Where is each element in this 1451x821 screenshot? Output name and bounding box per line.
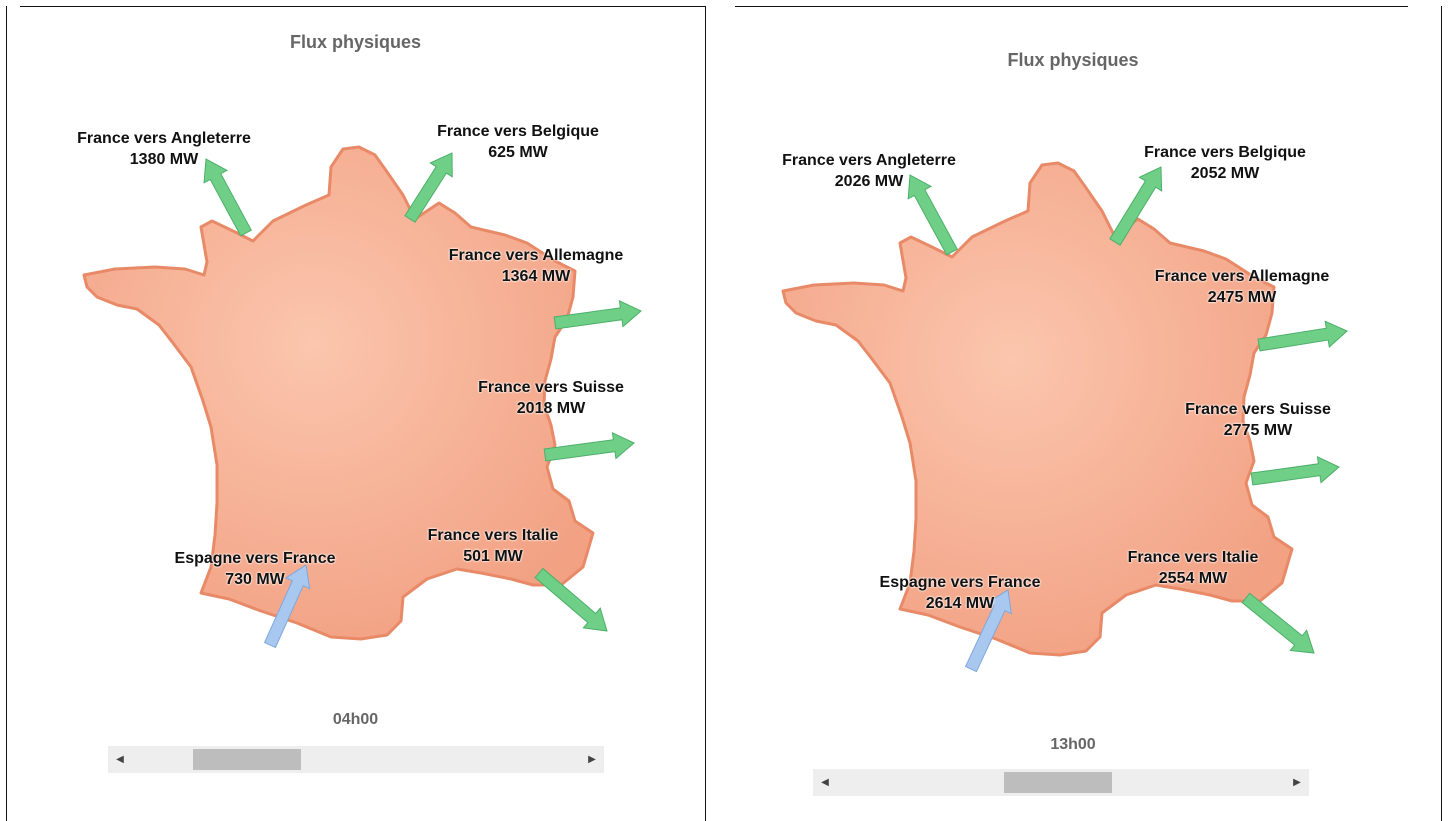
scroll-thumb[interactable] bbox=[193, 749, 302, 770]
table-border-top-right bbox=[735, 6, 1408, 7]
flow-arrow-italie-icon bbox=[534, 567, 608, 632]
flow-label-belgique-name: France vers Belgique bbox=[1144, 144, 1306, 161]
flow-label-suisse-value: 2018 MW bbox=[516, 400, 586, 417]
flow-arrow-espagne-icon bbox=[263, 564, 311, 649]
flow-label-angleterre-value: 1380 MW bbox=[129, 151, 199, 168]
flow-label-espagne-value: 730 MW bbox=[225, 571, 285, 588]
flow-label-suisse: France vers Suisse 2775 MW bbox=[1185, 399, 1331, 441]
flow-label-angleterre: France vers Angleterre 2026 MW bbox=[782, 150, 956, 192]
flow-label-espagne-value: 2614 MW bbox=[925, 595, 995, 612]
flow-arrow-suisse-icon bbox=[543, 431, 635, 462]
scroll-thumb[interactable] bbox=[1003, 772, 1112, 793]
flow-arrow-belgique-icon bbox=[404, 152, 453, 223]
table-border-top-left bbox=[20, 6, 705, 7]
scroll-right-arrow-icon[interactable]: ▶ bbox=[588, 754, 596, 765]
flow-arrow-angleterre-icon bbox=[203, 158, 252, 237]
flow-panel-1300: Flux physiques France vers Angleterre 20… bbox=[706, 7, 1440, 821]
flow-label-angleterre-name: France vers Angleterre bbox=[782, 152, 956, 169]
flow-label-italie-name: France vers Italie bbox=[427, 527, 559, 544]
flow-label-italie-value: 501 MW bbox=[463, 548, 523, 565]
flow-label-espagne-name: Espagne vers France bbox=[174, 550, 336, 567]
flow-label-suisse-name: France vers Suisse bbox=[1185, 401, 1331, 418]
flow-label-espagne-name: Espagne vers France bbox=[879, 574, 1041, 591]
flow-label-italie: France vers Italie 501 MW bbox=[428, 525, 559, 567]
flow-label-belgique: France vers Belgique 2052 MW bbox=[1144, 142, 1306, 184]
panel-title: Flux physiques bbox=[1007, 50, 1139, 70]
flow-arrow-italie-icon bbox=[1241, 592, 1315, 654]
scroll-left-arrow-icon[interactable]: ◀ bbox=[821, 777, 829, 788]
table-border-right bbox=[1441, 6, 1442, 821]
flow-arrow-suisse-icon bbox=[1250, 456, 1340, 486]
france-shape bbox=[781, 161, 1294, 657]
france-map bbox=[781, 161, 1348, 673]
flow-label-allemagne-value: 1364 MW bbox=[501, 268, 571, 285]
flow-arrow-angleterre-icon bbox=[907, 174, 958, 256]
flow-label-italie-name: France vers Italie bbox=[1127, 549, 1259, 566]
flow-panel-0400: Flux physiques France vers Angleterre 13… bbox=[7, 7, 704, 821]
flow-label-allemagne: France vers Allemagne 2475 MW bbox=[1155, 266, 1330, 308]
flow-label-espagne: Espagne vers France 730 MW bbox=[175, 548, 336, 590]
time-label: 04h00 bbox=[332, 711, 379, 728]
flow-label-angleterre: France vers Angleterre 1380 MW bbox=[77, 128, 251, 170]
flow-label-belgique-value: 625 MW bbox=[488, 144, 548, 161]
flow-label-belgique: France vers Belgique 625 MW bbox=[437, 121, 599, 163]
flow-label-suisse: France vers Suisse 2018 MW bbox=[478, 377, 624, 419]
scroll-right-arrow-icon[interactable]: ▶ bbox=[1293, 777, 1301, 788]
flow-label-italie-value: 2554 MW bbox=[1158, 570, 1228, 587]
panel-title: Flux physiques bbox=[289, 32, 422, 52]
scroll-left-arrow-icon[interactable]: ◀ bbox=[116, 754, 124, 765]
flow-label-angleterre-name: France vers Angleterre bbox=[77, 130, 251, 147]
flow-label-allemagne: France vers Allemagne 1364 MW bbox=[449, 245, 624, 287]
flow-label-suisse-name: France vers Suisse bbox=[478, 379, 624, 396]
table-border-middle bbox=[705, 6, 706, 821]
flow-arrow-belgique-icon bbox=[1109, 166, 1163, 246]
table-border-left bbox=[6, 6, 7, 821]
france-map bbox=[82, 145, 642, 649]
flow-label-belgique-name: France vers Belgique bbox=[437, 123, 599, 140]
time-scrollbar[interactable]: ◀ ▶ bbox=[813, 769, 1309, 796]
flow-label-belgique-value: 2052 MW bbox=[1190, 165, 1260, 182]
flow-label-espagne: Espagne vers France 2614 MW bbox=[880, 572, 1041, 614]
flow-label-allemagne-value: 2475 MW bbox=[1207, 289, 1277, 306]
flow-label-allemagne-name: France vers Allemagne bbox=[1154, 268, 1330, 285]
flow-label-italie: France vers Italie 2554 MW bbox=[1128, 547, 1259, 589]
flow-arrow-espagne-icon bbox=[964, 589, 1012, 673]
flow-label-angleterre-value: 2026 MW bbox=[834, 173, 904, 190]
flow-arrow-allemagne-icon bbox=[1257, 320, 1348, 352]
flow-label-allemagne-name: France vers Allemagne bbox=[448, 247, 624, 264]
flow-arrow-allemagne-icon bbox=[553, 300, 642, 330]
time-label: 13h00 bbox=[1050, 736, 1096, 753]
flow-label-suisse-value: 2775 MW bbox=[1223, 422, 1293, 439]
time-scrollbar[interactable]: ◀ ▶ bbox=[108, 746, 604, 773]
